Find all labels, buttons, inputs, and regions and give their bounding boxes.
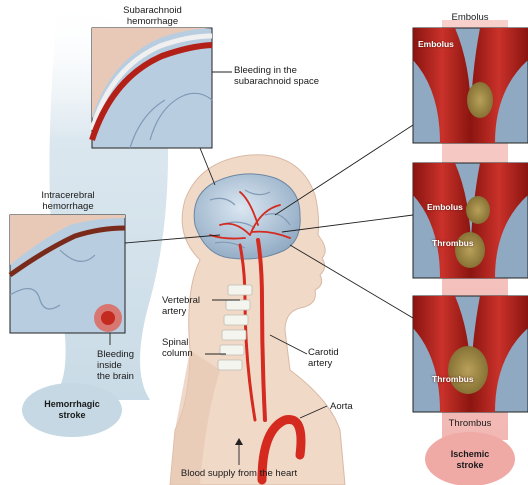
aorta-label: Aorta <box>330 401 353 412</box>
bleeding-brain-line1: Bleeding <box>97 349 134 360</box>
spinal-line1: Spinal <box>162 337 193 348</box>
blood-supply-label: Blood supply from the heart <box>164 468 314 479</box>
spinal-line2: column <box>162 348 193 359</box>
subarachnoid-title: Subarachnoid hemorrhage <box>95 5 210 27</box>
embolus-title: Embolus <box>430 12 510 23</box>
thrombus-panel2-label: Thrombus <box>432 238 474 249</box>
brain <box>194 174 300 259</box>
subarachnoid-title-line1: Subarachnoid <box>95 5 210 16</box>
thrombus-panel <box>413 296 528 412</box>
vertebral-line2: artery <box>162 306 200 317</box>
hemorrhagic-line2: stroke <box>27 410 117 421</box>
bleeding-brain-line3: the brain <box>97 371 134 382</box>
subarachnoid-title-line2: hemorrhage <box>95 16 210 27</box>
bleeding-subarachnoid-label: Bleeding in the subarachnoid space <box>234 65 319 87</box>
vertebral-artery-label: Vertebral artery <box>162 295 200 317</box>
carotid-line2: artery <box>308 358 339 369</box>
intracerebral-title-line1: Intracerebral <box>14 190 122 201</box>
ischemic-line2: stroke <box>425 460 515 471</box>
embolus-panel2-label: Embolus <box>427 202 463 213</box>
vertebral-line1: Vertebral <box>162 295 200 306</box>
embolus-panel1-label: Embolus <box>418 39 454 50</box>
intracerebral-title-line2: hemorrhage <box>14 201 122 212</box>
bleeding-subarachnoid-line1: Bleeding in the <box>234 65 319 76</box>
intracerebral-inset <box>10 215 125 333</box>
bleeding-subarachnoid-line2: subarachnoid space <box>234 76 319 87</box>
thrombus-panel3-label: Thrombus <box>432 374 474 385</box>
ischemic-stroke-label: Ischemic stroke <box>425 449 515 471</box>
hemorrhagic-line1: Hemorrhagic <box>27 399 117 410</box>
ischemic-line1: Ischemic <box>425 449 515 460</box>
embolus-thrombus-panel <box>413 163 528 278</box>
bleeding-brain-line2: inside <box>97 360 134 371</box>
spinal-column-label: Spinal column <box>162 337 193 359</box>
bleeding-brain-label: Bleeding inside the brain <box>97 349 134 382</box>
carotid-line1: Carotid <box>308 347 339 358</box>
subarachnoid-inset <box>92 28 212 148</box>
carotid-artery-label: Carotid artery <box>308 347 339 369</box>
intracerebral-title: Intracerebral hemorrhage <box>14 190 122 212</box>
hemorrhagic-stroke-label: Hemorrhagic stroke <box>27 399 117 421</box>
thrombus-title: Thrombus <box>432 418 508 429</box>
